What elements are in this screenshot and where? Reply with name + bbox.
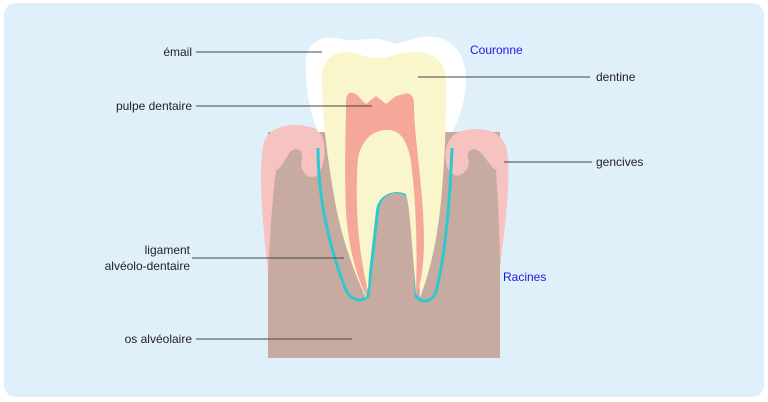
label-os: os alvéolaire	[124, 332, 192, 346]
label-couronne: Couronne	[470, 43, 523, 57]
label-dentine: dentine	[596, 70, 636, 84]
label-ligament-line2: alvéolo-dentaire	[104, 259, 190, 273]
label-racines: Racines	[503, 270, 547, 284]
gum-right	[445, 128, 509, 268]
root-dentin-core	[356, 130, 417, 292]
label-email: émail	[163, 45, 192, 59]
leader-lines	[192, 51, 592, 340]
label-ligament-line1: ligament	[144, 243, 190, 257]
gum-left	[261, 124, 325, 273]
label-pulpe: pulpe dentaire	[115, 99, 192, 113]
label-gencives: gencives	[596, 155, 644, 169]
